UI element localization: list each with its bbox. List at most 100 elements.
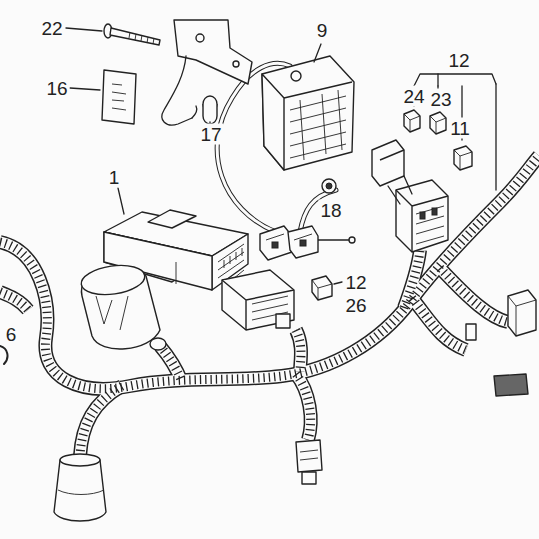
regulator bbox=[290, 96, 346, 158]
wire-harness bbox=[296, 330, 301, 372]
connector bbox=[494, 374, 528, 396]
sensor bbox=[58, 490, 104, 495]
connector bbox=[272, 242, 278, 248]
bolt bbox=[129, 32, 154, 44]
fuse-relay-box bbox=[420, 212, 425, 219]
connector bbox=[222, 270, 294, 330]
motor bbox=[79, 262, 166, 350]
connector bbox=[466, 324, 476, 340]
grommet bbox=[203, 104, 217, 124]
leader-lines bbox=[314, 44, 321, 62]
callout-number: 24 bbox=[401, 86, 426, 107]
bolt bbox=[110, 28, 160, 45]
connector bbox=[222, 270, 294, 330]
fuse-relay-box bbox=[432, 208, 437, 215]
relay bbox=[312, 276, 332, 300]
callout-number: 17 bbox=[198, 124, 223, 145]
bracket-leaders bbox=[414, 74, 496, 86]
connector bbox=[222, 280, 294, 330]
fuse-relay-box bbox=[396, 180, 448, 252]
regulator bbox=[262, 56, 354, 170]
bracket bbox=[196, 34, 204, 42]
callout-number: 26 bbox=[343, 295, 368, 316]
callout-number: 22 bbox=[39, 18, 64, 39]
callout-number: 23 bbox=[428, 89, 453, 110]
relay bbox=[508, 290, 536, 336]
wire-harness bbox=[296, 330, 301, 372]
relay bbox=[430, 112, 446, 134]
wire-harness bbox=[440, 268, 508, 322]
connector bbox=[302, 472, 316, 484]
wire-harness bbox=[440, 268, 508, 322]
callout-number: 1 bbox=[107, 167, 122, 188]
wire-harness bbox=[0, 156, 539, 456]
wire-harness bbox=[440, 268, 508, 322]
fuse-relay-box bbox=[396, 190, 448, 252]
motor bbox=[96, 296, 128, 330]
plate bbox=[102, 70, 136, 124]
connector bbox=[466, 324, 528, 396]
wire-harness bbox=[296, 374, 311, 440]
connector bbox=[260, 226, 292, 260]
wire-harness bbox=[0, 292, 28, 310]
leader-lines bbox=[334, 282, 342, 284]
relay bbox=[430, 116, 446, 134]
leader-lines bbox=[118, 188, 124, 214]
grommet bbox=[326, 183, 332, 189]
regulator-wires bbox=[349, 237, 355, 243]
wire-harness bbox=[160, 346, 182, 382]
regulator bbox=[300, 90, 342, 160]
leader-lines bbox=[70, 88, 100, 90]
connector bbox=[300, 240, 306, 246]
wire-harness bbox=[296, 374, 311, 440]
wire-harness bbox=[0, 156, 539, 456]
callout-number: 11 bbox=[448, 118, 472, 139]
wire-harness bbox=[0, 156, 539, 456]
wire-harness bbox=[296, 330, 301, 372]
bracket bbox=[192, 106, 197, 118]
plate bbox=[102, 70, 136, 124]
connector bbox=[260, 226, 318, 260]
wire-harness bbox=[80, 386, 122, 456]
wire-harness bbox=[80, 386, 122, 456]
wire-harness bbox=[0, 156, 539, 389]
motor bbox=[150, 338, 166, 350]
connector bbox=[276, 314, 290, 328]
connector bbox=[300, 450, 318, 460]
relay bbox=[508, 290, 536, 336]
bracket bbox=[174, 20, 252, 84]
callout-number: 6 bbox=[4, 324, 19, 345]
callout-number: 18 bbox=[318, 200, 343, 221]
fuse-relay-box bbox=[380, 150, 404, 160]
connector bbox=[296, 440, 322, 472]
wire-harness bbox=[296, 374, 311, 440]
relay bbox=[312, 280, 332, 300]
fuse-relay-box bbox=[388, 176, 412, 204]
relay bbox=[312, 276, 332, 300]
callout-number: 12 bbox=[446, 50, 471, 71]
wire-harness bbox=[0, 156, 539, 389]
callout-number: 16 bbox=[44, 78, 69, 99]
regulator bbox=[262, 74, 284, 170]
wire-harness bbox=[412, 298, 466, 350]
regulator bbox=[262, 56, 354, 170]
sensor bbox=[60, 454, 100, 466]
clip bbox=[0, 346, 7, 364]
leader-lines bbox=[66, 28, 342, 284]
grommet bbox=[322, 179, 336, 193]
bracket bbox=[233, 61, 239, 67]
bolt bbox=[104, 24, 160, 45]
wire-harness bbox=[0, 156, 539, 389]
leader-lines bbox=[66, 28, 102, 31]
relay bbox=[508, 296, 536, 336]
connector bbox=[266, 234, 312, 240]
bracket bbox=[162, 20, 252, 125]
relay bbox=[404, 110, 420, 132]
wire-harness bbox=[412, 298, 466, 350]
fuse-relay-box bbox=[372, 140, 448, 252]
relay bbox=[430, 112, 446, 134]
connector bbox=[288, 226, 318, 258]
wire-harness bbox=[0, 292, 28, 310]
